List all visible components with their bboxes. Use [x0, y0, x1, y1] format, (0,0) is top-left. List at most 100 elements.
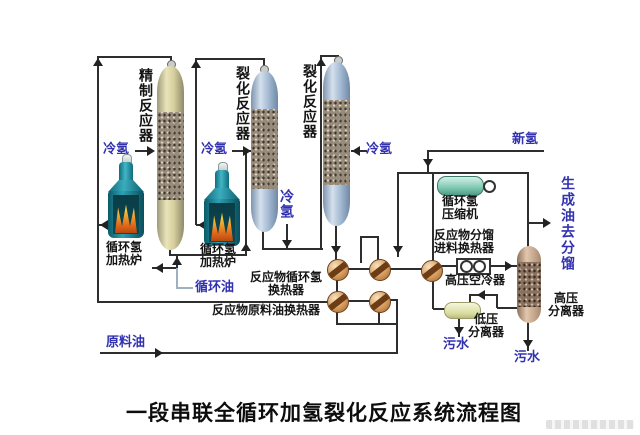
exchanger-recycle-h2-a — [327, 259, 349, 281]
sewage-label-1: 污水 — [443, 337, 470, 352]
fan-icon — [473, 260, 486, 273]
pipe-segment — [360, 236, 378, 238]
pipe-segment — [469, 294, 471, 303]
pipe-segment — [432, 280, 434, 309]
pipe-segment — [458, 316, 460, 337]
reactor-top — [157, 66, 184, 112]
hp-air-cooler — [456, 258, 491, 275]
lp-separator-vessel — [444, 302, 481, 319]
label-leader — [176, 287, 193, 289]
flow-arrow — [423, 159, 433, 167]
pipe-segment — [336, 323, 398, 325]
flow-arrow — [241, 243, 251, 251]
exchanger-recycle-h2-b — [369, 259, 391, 281]
pipe-segment — [320, 55, 339, 57]
furnace1-label: 循环氢 加热炉 — [105, 240, 142, 268]
pipe-segment — [397, 172, 399, 257]
pipe-segment — [427, 150, 544, 152]
fresh-hydrogen-label: 新氢 — [512, 132, 539, 147]
pipe-segment — [529, 222, 548, 224]
flow-arrow — [198, 220, 206, 230]
pipe-segment — [496, 294, 498, 308]
pipe-segment — [377, 236, 379, 260]
pipe-segment — [432, 172, 434, 261]
flow-arrow — [543, 218, 551, 228]
pipe-segment — [527, 322, 529, 351]
pipe-segment — [360, 236, 362, 263]
flow-arrow — [454, 327, 464, 335]
pipe-segment — [320, 56, 322, 249]
recycle-h2-furnace-1 — [108, 154, 144, 238]
furnace-body — [108, 191, 144, 238]
pipe-segment — [135, 150, 152, 152]
pipe-segment — [347, 300, 370, 302]
flow-arrow — [243, 146, 251, 156]
reactor3-label: 裂化反应器 — [301, 64, 317, 139]
exchanger-feed-oil-a — [327, 291, 349, 313]
vessel-mid — [517, 262, 541, 307]
pipe-segment — [195, 58, 265, 60]
flow-arrow — [147, 146, 155, 156]
cold-hydrogen-label-2: 冷氢 — [201, 142, 228, 157]
flow-arrow — [155, 348, 163, 358]
cracking-reactor-2-vessel — [323, 56, 350, 226]
pipe-segment — [335, 225, 337, 260]
hp-separator-label: 高压 分离器 — [547, 291, 584, 319]
recycle-oil-label: 循环油 — [195, 280, 235, 295]
sewage-label-2: 污水 — [514, 350, 541, 365]
pipe-segment — [245, 151, 247, 255]
pipe-segment — [336, 310, 338, 324]
recycle-h2-furnace-2 — [204, 162, 240, 246]
fan-icon — [460, 260, 473, 273]
pipe-segment — [441, 265, 457, 267]
flow-arrow — [316, 58, 326, 66]
furnace-body — [204, 199, 240, 246]
pipe-segment — [262, 231, 264, 249]
pipe-segment — [433, 308, 445, 310]
cold-hydrogen-label-3: 冷氢 — [278, 189, 294, 219]
pipe-segment — [336, 279, 338, 292]
refining-reactor-vessel — [157, 60, 184, 250]
flow-arrow — [352, 146, 360, 156]
lp-separator-label: 低压 分离器 — [467, 312, 504, 340]
flow-arrow — [505, 261, 513, 271]
pipe-segment — [169, 246, 171, 256]
reactor2-label: 裂化反应器 — [234, 66, 250, 141]
catalyst-bed — [251, 109, 278, 189]
flow-arrow — [393, 246, 403, 254]
label-leader — [176, 268, 178, 289]
pipe-segment — [378, 310, 380, 324]
pipe-segment — [195, 59, 197, 225]
flow-arrow — [331, 246, 341, 254]
pipe-segment — [490, 265, 518, 267]
flow-arrow — [100, 220, 108, 230]
pipe-segment — [100, 352, 398, 354]
pipe-segment — [152, 267, 178, 269]
cracking-reactor-1-vessel — [251, 65, 278, 232]
cold-hydrogen-label-1: 冷氢 — [103, 142, 130, 157]
furnace-shoulder — [108, 180, 144, 192]
hp-separator-vessel — [517, 246, 541, 323]
reactor-top — [251, 71, 278, 109]
flow-arrow — [523, 340, 533, 348]
hx-frac-feed-label: 反应物分馏 进料换热器 — [433, 228, 494, 256]
pipe-segment — [397, 172, 529, 174]
pipe-segment — [389, 299, 398, 301]
reactor-top — [323, 62, 350, 100]
furnace-shoulder — [204, 188, 240, 200]
diagram-title: 一段串联全循环加氢裂化反应系统流程图 — [126, 400, 522, 425]
feed-oil-label: 原料油 — [106, 335, 146, 350]
pipe-segment — [389, 268, 422, 270]
pipe-segment — [169, 254, 247, 256]
watermark — [546, 420, 634, 429]
pipe-segment — [97, 301, 328, 303]
compressor-motor-icon — [483, 180, 496, 193]
flow-arrow — [172, 257, 182, 265]
vessel-bottom — [517, 307, 541, 323]
pipe-segment — [286, 224, 288, 249]
pipe-segment — [262, 248, 323, 250]
air-cooler-label: 高压空冷器 — [444, 273, 505, 287]
pipe-segment — [497, 307, 518, 309]
reactor1-label: 精制反应器 — [137, 68, 153, 143]
